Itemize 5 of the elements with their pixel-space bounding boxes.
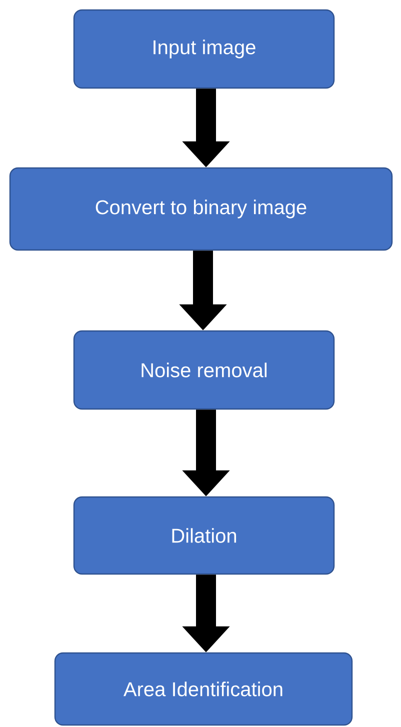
- process-box: Area Identification: [54, 652, 353, 726]
- process-box: Input image: [73, 9, 335, 89]
- process-box: Dilation: [73, 496, 335, 575]
- process-box: Noise removal: [73, 330, 335, 410]
- process-box: Convert to binary image: [9, 167, 393, 251]
